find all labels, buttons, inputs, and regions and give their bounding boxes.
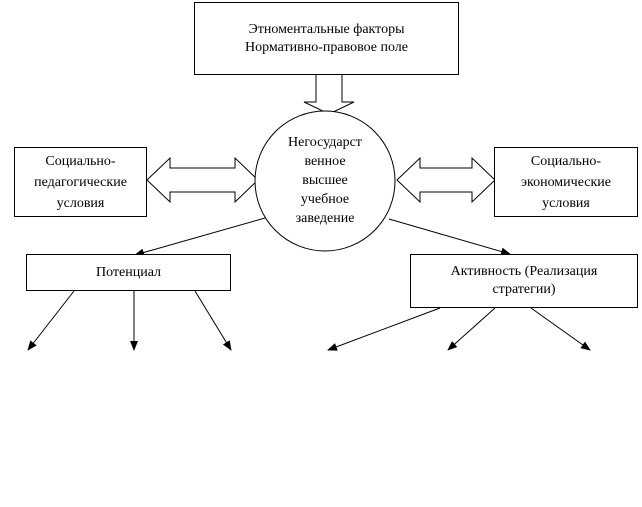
right-box-line-2: экономические	[520, 174, 611, 190]
center-line-3: высшее	[302, 173, 348, 188]
arrow-activity-down	[447, 307, 496, 351]
down-block-arrow	[303, 73, 355, 115]
activity-line-2: стратегии)	[492, 282, 556, 297]
left-double-arrow	[146, 156, 259, 204]
top-box-line-1: Этноментальные факторы	[248, 21, 405, 37]
arrow-potential-left	[27, 290, 75, 351]
activity-line-1: Активность (Реализация	[450, 264, 598, 279]
center-line-2: венное	[304, 154, 346, 169]
arrow-circle-to-potential	[134, 217, 266, 257]
right-box-line-1: Социально-	[530, 153, 602, 169]
top-box-line-2: Нормативно-правовое поле	[244, 39, 409, 55]
left-box-line-2: педагогические	[34, 174, 127, 190]
right-box-line-3: условия	[542, 195, 590, 211]
arrow-circle-to-activity	[388, 218, 511, 256]
right-box: Социально- экономические условия	[494, 147, 638, 217]
center-line-1: Негосударст	[288, 135, 362, 150]
activity-box: Активность (Реализация стратегии)	[410, 254, 638, 308]
left-box: Социально- педагогические условия	[14, 147, 147, 217]
right-double-arrow	[396, 156, 496, 204]
arrow-activity-left	[327, 307, 441, 351]
center-circle	[254, 110, 396, 252]
center-label: Негосударст венное высшее учебное заведе…	[265, 133, 385, 228]
potential-label: Потенциал	[95, 264, 162, 280]
left-box-line-3: условия	[56, 195, 105, 211]
arrow-potential-right	[194, 290, 232, 351]
left-box-line-1: Социально-	[45, 153, 116, 169]
center-line-5: заведение	[295, 211, 355, 226]
arrow-activity-right	[530, 307, 591, 351]
center-line-4: учебное	[300, 192, 350, 207]
top-box: Этноментальные факторы Нормативно-правов…	[194, 2, 459, 75]
potential-box: Потенциал	[26, 254, 231, 291]
